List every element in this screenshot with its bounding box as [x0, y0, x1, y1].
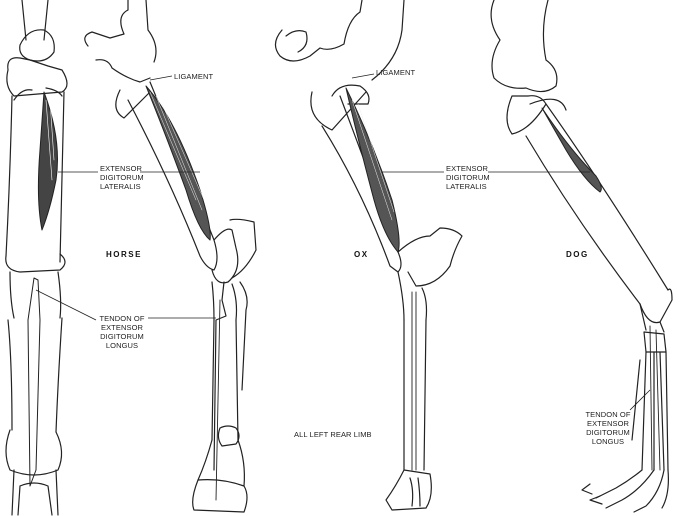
- horse-front-view: [5, 0, 68, 516]
- ox-species-label: OX: [354, 250, 369, 259]
- dog-tendon-line-1: TENDON OF: [585, 410, 631, 419]
- horse-tendon-line-1: TENDON OF: [99, 314, 145, 323]
- horse-species-label: HORSE: [106, 250, 142, 259]
- horse-tendon-leader-left: [35, 289, 97, 321]
- dog-tendon-label: TENDON OF EXTENSOR DIGITORUM LONGUS: [584, 410, 632, 446]
- horse-tendon-label: TENDON OF EXTENSOR DIGITORUM LONGUS: [98, 314, 146, 350]
- horse-ligament-leader: [149, 75, 173, 81]
- horse-extensor-lateralis-label: EXTENSOR DIGITORUM LATERALIS: [100, 164, 144, 191]
- horse-lateral-muscle: [145, 85, 211, 241]
- horse-tendon-line-3: DIGITORUM: [100, 332, 144, 341]
- dog-tendon-line-4: LONGUS: [591, 437, 625, 446]
- horse-ligament-label: LIGAMENT: [174, 72, 214, 81]
- dog-muscle: [541, 107, 602, 193]
- ox-ligament-label: LIGAMENT: [376, 68, 416, 77]
- ox-extensor-lateralis-label: EXTENSOR DIGITORUM LATERALIS: [446, 164, 490, 191]
- horse-tendon-line-4: LONGUS: [105, 341, 139, 350]
- ox-lateralis-line-3: LATERALIS: [446, 182, 487, 191]
- dog-tendon-line-3: DIGITORUM: [586, 428, 630, 437]
- ox-lateralis-line-1: EXTENSOR: [446, 164, 489, 173]
- horse-lateralis-line-2: DIGITORUM: [100, 173, 144, 182]
- horse-tendon-line-2: EXTENSOR: [100, 323, 144, 332]
- ox-ligament-leader: [351, 73, 375, 79]
- dog-species-label: DOG: [566, 250, 589, 259]
- ox-muscle: [345, 87, 400, 253]
- dog-tendon-line-2: EXTENSOR: [586, 419, 630, 428]
- dog-tendon-leader: [629, 389, 651, 411]
- horse-front-muscle: [37, 91, 58, 231]
- ox-lateralis-line-2: DIGITORUM: [446, 173, 490, 182]
- horse-lateralis-line-1: EXTENSOR: [100, 164, 143, 173]
- horse-lateral-view: [84, 0, 257, 513]
- ox-lateral-view: [274, 0, 463, 511]
- horse-lateralis-line-3: LATERALIS: [100, 182, 141, 191]
- caption: ALL LEFT REAR LIMB: [294, 430, 372, 439]
- dog-lateral-view: [490, 0, 673, 513]
